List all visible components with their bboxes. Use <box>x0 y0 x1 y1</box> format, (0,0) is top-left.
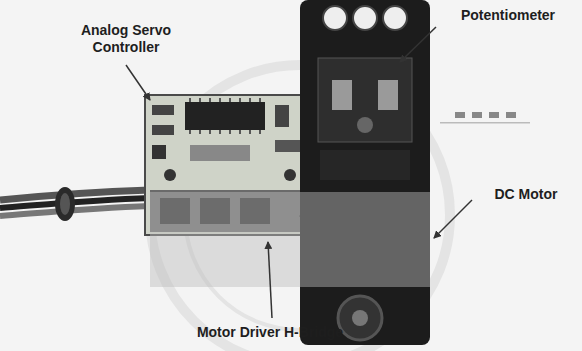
leader-arrows <box>126 27 472 318</box>
part-label: DC Motor <box>476 186 576 203</box>
part-label: Analog Servo Controller <box>66 22 186 56</box>
part-label: Motor Driver H-Bridge <box>150 324 390 341</box>
overlay-band <box>150 192 430 287</box>
servo-cable <box>0 187 150 221</box>
scale-marks <box>440 112 530 124</box>
part-label: Potentiometer <box>440 7 576 24</box>
